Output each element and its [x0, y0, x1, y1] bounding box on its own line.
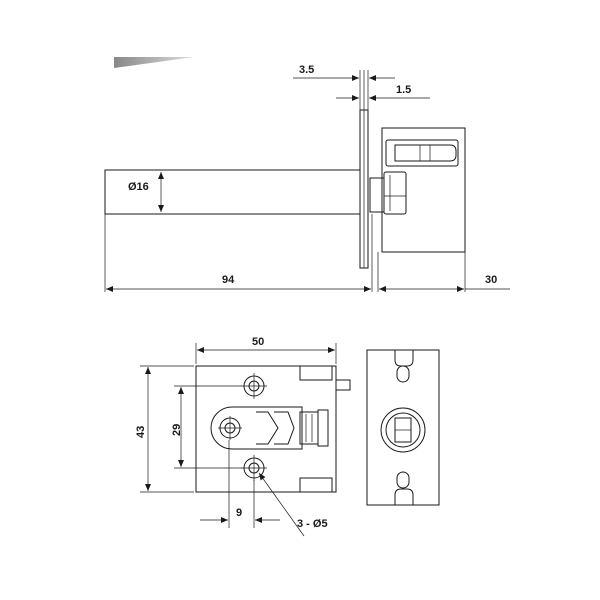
dim-case-width: 50	[252, 336, 264, 348]
end-view	[366, 349, 440, 506]
front-view: 50 43 29 9 3 - Ø5	[135, 336, 351, 537]
case-end	[366, 349, 440, 506]
side-view: Ø16 94 30 3.5 1.5	[104, 64, 510, 292]
dim-hole-spacing: 29	[171, 424, 183, 436]
dim-hole-offset: 9	[236, 507, 242, 519]
dim-gap: 1.5	[396, 84, 411, 96]
case-front	[195, 365, 337, 493]
spindle	[380, 407, 426, 453]
lock-body	[381, 127, 466, 253]
dim-plate-thickness: 3.5	[299, 64, 314, 76]
corner-wedge	[114, 57, 194, 68]
dim-case-depth: 30	[485, 274, 497, 286]
dim-backset: 94	[222, 274, 235, 286]
dim-holes: 3 - Ø5	[297, 518, 328, 530]
latch-mechanism	[210, 406, 303, 450]
dim-bolt-diameter: Ø16	[128, 181, 149, 193]
dim-case-height: 43	[135, 426, 147, 438]
